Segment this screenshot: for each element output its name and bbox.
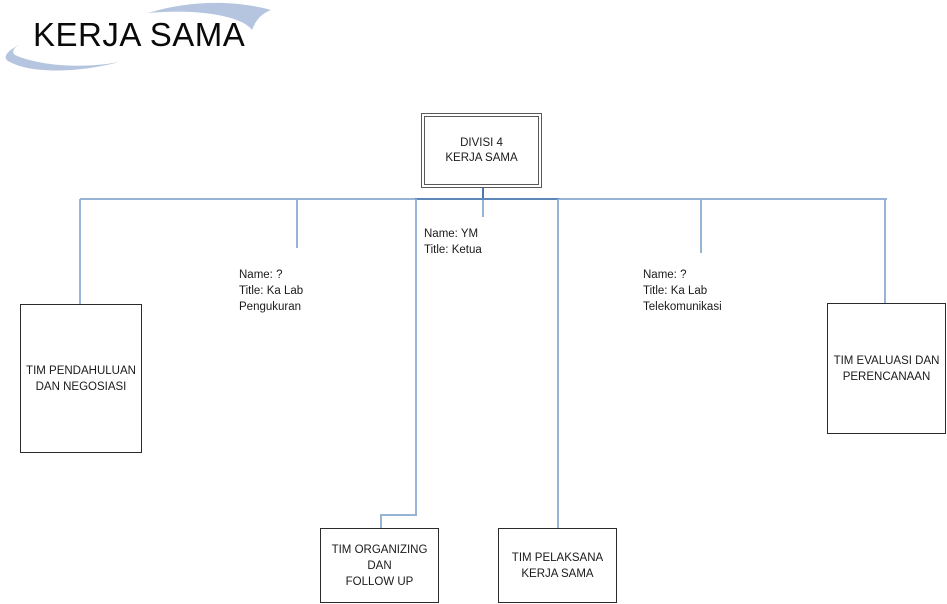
org-box-tim-organizing-line1: TIM ORGANIZING DAN bbox=[331, 543, 428, 572]
org-box-tim-pendahuluan-line2: DAN NEGOSIASI bbox=[35, 380, 127, 393]
org-box-root-line2: KERJA SAMA bbox=[445, 151, 518, 164]
position-label-telekomunikasi-title: Title: Ka Lab bbox=[643, 285, 708, 297]
connector-drop-evaluasi bbox=[884, 199, 886, 303]
slide-title: KERJA SAMA bbox=[33, 16, 246, 53]
org-box-tim-pendahuluan-line1: TIM PENDAHULUAN bbox=[26, 364, 136, 377]
org-box-root-line1: DIVISI 4 bbox=[460, 136, 503, 149]
position-label-telekomunikasi-name: Name: ? bbox=[643, 269, 687, 281]
org-box-tim-organizing-line2: FOLLOW UP bbox=[345, 575, 414, 588]
org-box-tim-evaluasi-line1: TIM EVALUASI DAN bbox=[833, 354, 940, 367]
swoosh-logo bbox=[5, 2, 271, 71]
org-box-tim-organizing: TIM ORGANIZING DAN FOLLOW UP bbox=[320, 528, 439, 603]
org-box-tim-pelaksana-line2: KERJA SAMA bbox=[521, 567, 594, 580]
connector-drop-organizing-vertical bbox=[415, 199, 417, 516]
org-box-tim-pelaksana: TIM PELAKSANA KERJA SAMA bbox=[498, 528, 617, 603]
connector-drop-organizing-entry bbox=[380, 515, 382, 528]
position-label-ka-lab-telekomunikasi: Name: ? Title: Ka Lab Telekomunikasi bbox=[643, 267, 722, 315]
org-box-root-inner: DIVISI 4 KERJA SAMA bbox=[424, 116, 539, 185]
connector-drop-pendahuluan bbox=[79, 199, 81, 304]
position-label-ka-lab-pengukuran: Name: ? Title: Ka Lab Pengukuran bbox=[239, 267, 303, 315]
position-label-ketua: Name: YM Title: Ketua bbox=[424, 226, 482, 258]
org-box-tim-pendahuluan: TIM PENDAHULUAN DAN NEGOSIASI bbox=[20, 304, 142, 453]
position-label-ketua-title: Title: Ketua bbox=[424, 244, 482, 256]
position-label-pengukuran-title: Title: Ka Lab bbox=[239, 285, 304, 297]
connector-root-stub bbox=[482, 188, 484, 199]
connector-drop-organizing-jog bbox=[380, 514, 417, 516]
org-box-tim-pelaksana-line1: TIM PELAKSANA bbox=[511, 551, 604, 564]
swoosh-top-icon bbox=[148, 2, 271, 30]
swoosh-bottom-icon bbox=[5, 44, 119, 71]
position-label-telekomunikasi-title2: Telekomunikasi bbox=[643, 301, 722, 313]
connector-main-horizontal-center bbox=[415, 198, 559, 200]
connector-stub-pengukuran bbox=[296, 199, 298, 248]
connector-stub-ketua bbox=[482, 200, 484, 217]
org-box-tim-evaluasi: TIM EVALUASI DAN PERENCANAAN bbox=[827, 303, 946, 434]
org-box-tim-evaluasi-line2: PERENCANAAN bbox=[842, 370, 931, 383]
position-label-pengukuran-title2: Pengukuran bbox=[239, 301, 302, 313]
connector-drop-pelaksana bbox=[557, 199, 559, 528]
connector-stub-telekomunikasi bbox=[700, 199, 702, 253]
position-label-ketua-name: Name: YM bbox=[424, 228, 479, 240]
position-label-pengukuran-name: Name: ? bbox=[239, 269, 283, 281]
org-box-root: DIVISI 4 KERJA SAMA bbox=[421, 113, 542, 188]
